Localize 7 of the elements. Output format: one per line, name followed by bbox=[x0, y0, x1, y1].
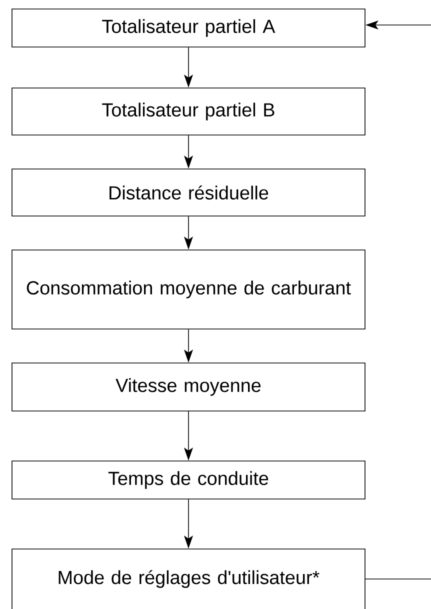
process-box: Consommation moyenne de carburant bbox=[12, 250, 366, 330]
process-box: Temps de conduite bbox=[12, 460, 366, 500]
process-box: Totalisateur partiel A bbox=[12, 8, 366, 48]
process-box: Mode de réglages d'utilisateur* bbox=[12, 548, 366, 609]
process-box: Distance résiduelle bbox=[12, 168, 366, 216]
process-box: Vitesse moyenne bbox=[12, 362, 366, 412]
process-box: Totalisateur partiel B bbox=[12, 88, 366, 136]
